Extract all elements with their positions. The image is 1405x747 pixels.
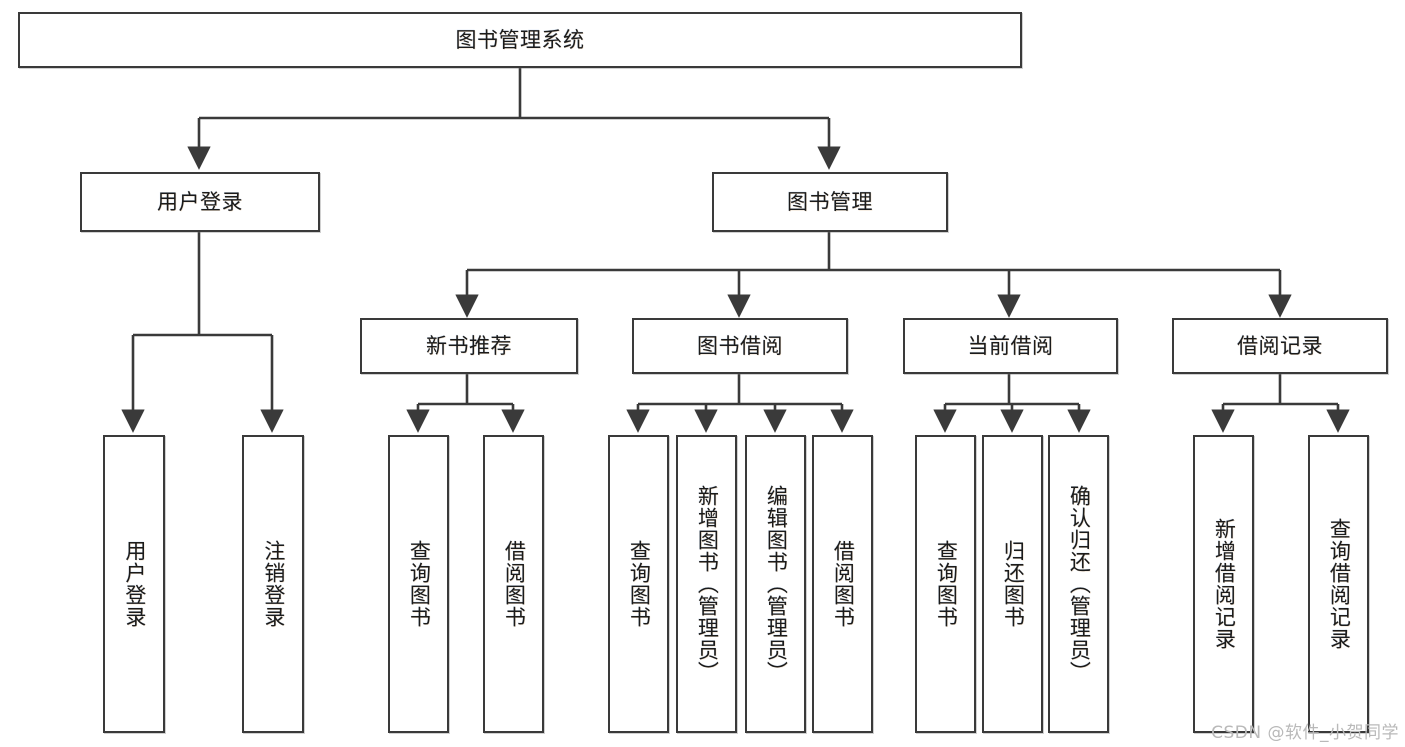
leaf-new-book-query[interactable]: 查询图书 (388, 435, 449, 733)
node-user-login-label: 用户登录 (157, 189, 243, 214)
node-new-book-recommend[interactable]: 新书推荐 (360, 318, 578, 374)
leaf-current-borrow-query-label: 查询图书 (934, 540, 959, 628)
node-borrow-records[interactable]: 借阅记录 (1172, 318, 1388, 374)
node-user-login[interactable]: 用户登录 (80, 172, 320, 232)
leaf-user-login-login-label: 用户登录 (122, 540, 147, 628)
node-book-borrow[interactable]: 图书借阅 (632, 318, 848, 374)
node-book-management[interactable]: 图书管理 (712, 172, 948, 232)
leaf-user-login-logout[interactable]: 注销登录 (242, 435, 304, 733)
node-current-borrow-label: 当前借阅 (967, 333, 1054, 358)
leaf-book-borrow-edit-label: 编辑图书（管理员） (764, 485, 789, 683)
node-root-book-management-system[interactable]: 图书管理系统 (18, 12, 1022, 68)
leaf-current-borrow-return[interactable]: 归还图书 (982, 435, 1043, 733)
node-book-borrow-label: 图书借阅 (697, 333, 783, 358)
leaf-book-borrow-add[interactable]: 新增图书（管理员） (676, 435, 737, 733)
leaf-current-borrow-confirm-return[interactable]: 确认归还（管理员） (1048, 435, 1109, 733)
leaf-new-book-query-label: 查询图书 (407, 540, 432, 628)
leaf-new-book-borrow[interactable]: 借阅图书 (483, 435, 544, 733)
leaf-records-query-label: 查询借阅记录 (1327, 518, 1352, 650)
leaf-current-borrow-return-label: 归还图书 (1001, 540, 1026, 628)
leaf-records-add[interactable]: 新增借阅记录 (1193, 435, 1254, 733)
leaf-records-add-label: 新增借阅记录 (1212, 518, 1237, 650)
leaf-book-borrow-query-label: 查询图书 (627, 540, 652, 628)
leaf-book-borrow-add-label: 新增图书（管理员） (695, 485, 720, 683)
leaf-book-borrow-query[interactable]: 查询图书 (608, 435, 669, 733)
leaf-user-login-logout-label: 注销登录 (261, 540, 286, 628)
node-book-management-label: 图书管理 (787, 189, 873, 214)
node-borrow-records-label: 借阅记录 (1237, 333, 1323, 358)
leaf-current-borrow-query[interactable]: 查询图书 (915, 435, 976, 733)
leaf-book-borrow-borrow[interactable]: 借阅图书 (812, 435, 873, 733)
leaf-records-query[interactable]: 查询借阅记录 (1308, 435, 1369, 733)
node-current-borrow[interactable]: 当前借阅 (903, 318, 1118, 374)
node-root-label: 图书管理系统 (455, 27, 585, 52)
leaf-new-book-borrow-label: 借阅图书 (502, 540, 527, 628)
leaf-book-borrow-borrow-label: 借阅图书 (831, 540, 856, 628)
leaf-current-borrow-confirm-return-label: 确认归还（管理员） (1067, 485, 1092, 683)
leaf-book-borrow-edit[interactable]: 编辑图书（管理员） (745, 435, 806, 733)
leaf-user-login-login[interactable]: 用户登录 (103, 435, 165, 733)
node-new-book-recommend-label: 新书推荐 (426, 333, 512, 358)
